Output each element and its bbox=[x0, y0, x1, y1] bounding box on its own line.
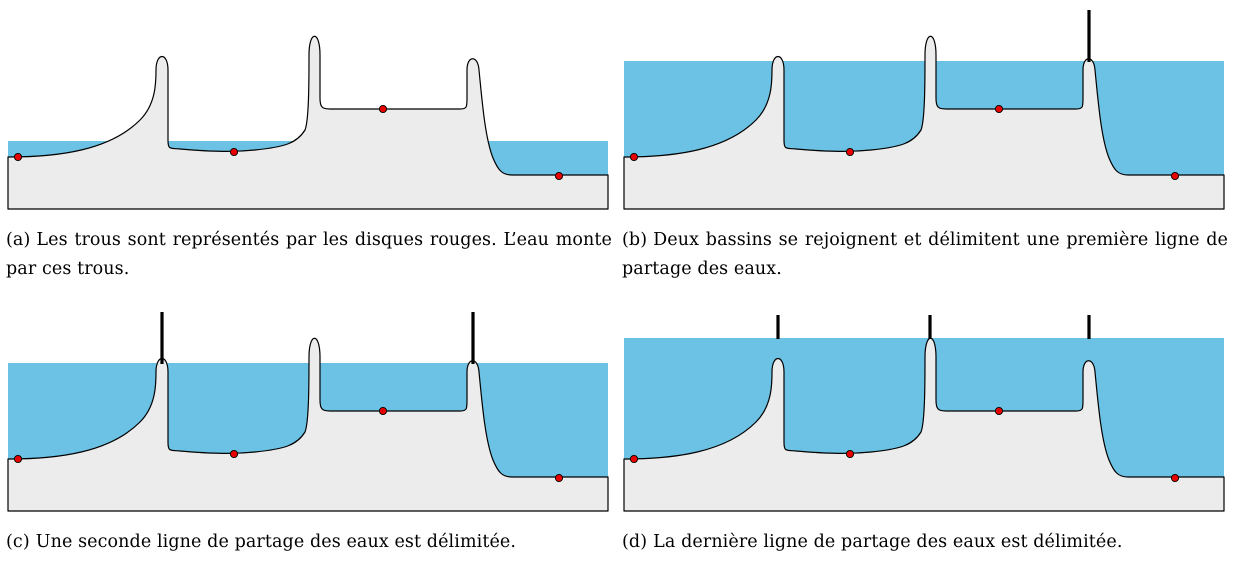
caption-d: (d) La dernière ligne de partage des eaux… bbox=[622, 528, 1228, 557]
hole-marker-4 bbox=[1171, 172, 1178, 179]
hole-marker-2 bbox=[230, 450, 237, 457]
hole-marker-1 bbox=[630, 455, 637, 462]
hole-marker-3 bbox=[379, 407, 386, 414]
hole-marker-4 bbox=[555, 474, 562, 481]
caption-text: Les trous sont représentés par les disqu… bbox=[6, 230, 612, 279]
caption-c: (c) Une seconde ligne de partage des eaux… bbox=[6, 528, 612, 557]
panel-a: (a)Les trous sont représentés par les di… bbox=[0, 0, 616, 280]
hole-marker-3 bbox=[995, 105, 1002, 112]
caption-tag: (b) bbox=[622, 230, 647, 250]
hole-marker-2 bbox=[846, 148, 853, 155]
panel-b: (b)Deux bassins se rejoignent et délimit… bbox=[616, 0, 1232, 280]
hole-marker-1 bbox=[630, 153, 637, 160]
caption-tag: (a) bbox=[6, 230, 30, 250]
hole-marker-3 bbox=[995, 407, 1002, 414]
watershed-diagram-c bbox=[0, 302, 616, 517]
watershed-diagram-b bbox=[616, 0, 1232, 215]
hole-marker-1 bbox=[14, 455, 21, 462]
panel-c: (c) Une seconde ligne de partage des eaux… bbox=[0, 302, 616, 582]
caption-tag: (d) bbox=[622, 532, 647, 552]
hole-marker-1 bbox=[14, 153, 21, 160]
caption-text: Une seconde ligne de partage des eaux es… bbox=[36, 532, 516, 552]
hole-marker-2 bbox=[230, 148, 237, 155]
hole-marker-3 bbox=[379, 105, 386, 112]
hole-marker-2 bbox=[846, 450, 853, 457]
hole-marker-4 bbox=[1171, 474, 1178, 481]
caption-text: Deux bassins se rejoignent et délimitent… bbox=[622, 230, 1228, 279]
watershed-diagram-d bbox=[616, 302, 1232, 517]
terrain-profile bbox=[8, 36, 608, 209]
hole-marker-4 bbox=[555, 172, 562, 179]
watershed-diagram-a bbox=[0, 0, 616, 215]
panel-d: (d) La dernière ligne de partage des eaux… bbox=[616, 302, 1232, 582]
caption-b: (b)Deux bassins se rejoignent et délimit… bbox=[622, 226, 1228, 284]
caption-tag: (c) bbox=[6, 532, 30, 552]
caption-a: (a)Les trous sont représentés par les di… bbox=[6, 226, 612, 284]
caption-text: La dernière ligne de partage des eaux es… bbox=[653, 532, 1122, 552]
